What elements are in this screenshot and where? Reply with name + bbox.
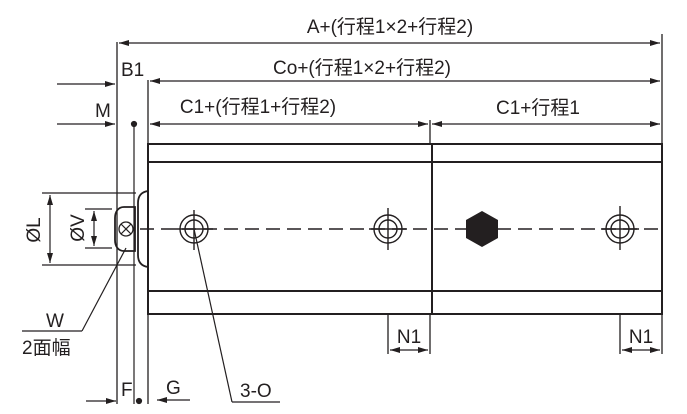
- label-diam-v: ØV: [68, 214, 89, 242]
- label-diam-l: ØL: [24, 217, 45, 242]
- diameter-dims: [42, 192, 136, 266]
- label-b1: B1: [121, 60, 144, 81]
- hex-plug-icon: [466, 211, 498, 247]
- label-w-note: 2面幅: [22, 337, 71, 359]
- label-n1-right: N1: [629, 327, 653, 348]
- rod-end-cross-icon: [118, 221, 134, 237]
- label-body: Co+(行程1×2+行程2): [273, 57, 451, 79]
- label-f: F: [121, 380, 133, 401]
- port-2-icon: [369, 208, 407, 250]
- label-m: M: [95, 101, 111, 122]
- dimension-lines: [57, 40, 660, 404]
- port-holes: [175, 206, 639, 250]
- label-section2: C1+行程1: [496, 97, 580, 119]
- port-3-icon: [601, 206, 639, 250]
- rod-end: [114, 190, 149, 268]
- label-section1: C1+(行程1+行程2): [180, 96, 336, 118]
- leader-lines: [22, 120, 280, 405]
- port-1-icon: [175, 210, 213, 250]
- label-overall: A+(行程1×2+行程2): [307, 16, 473, 38]
- label-ports: 3-O: [240, 381, 272, 402]
- label-n1-left: N1: [397, 327, 421, 348]
- label-w: W: [46, 311, 64, 332]
- label-g: G: [166, 378, 181, 399]
